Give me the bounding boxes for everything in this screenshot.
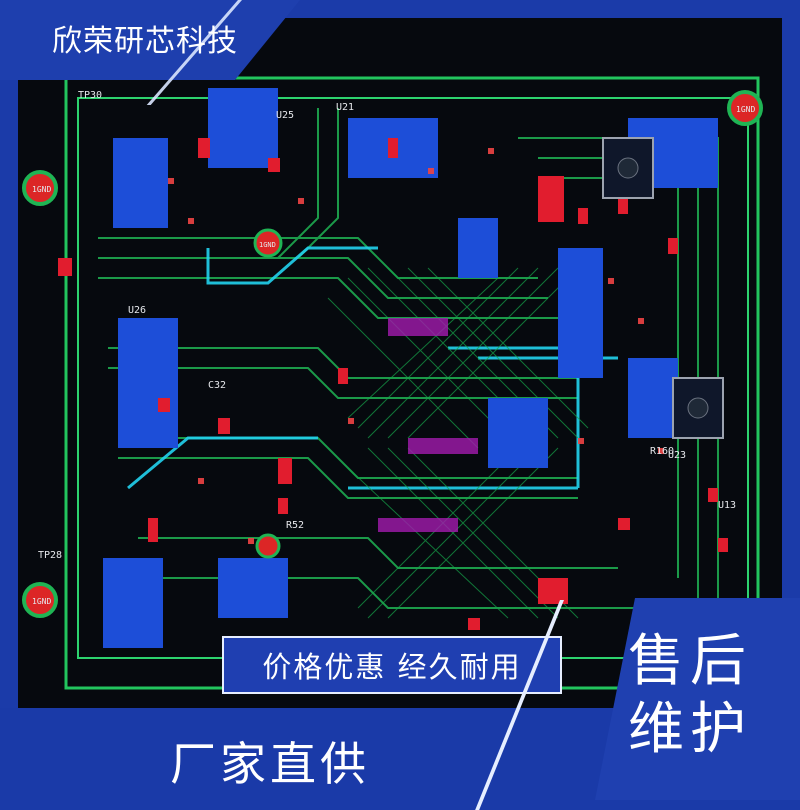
pcb-layout-image: U26 U21 U25 U23 U13 C32 R160 R52 TP28 TP…: [18, 18, 782, 708]
gnd-label: 1GND: [32, 185, 51, 194]
pcb-label: U13: [718, 500, 736, 511]
pcb-label: C32: [208, 380, 226, 391]
brand-name: 欣荣研芯科技: [52, 24, 238, 59]
service-corner: [595, 598, 800, 800]
pcb-label: R160: [650, 446, 674, 457]
gnd-label: 1GND: [32, 597, 51, 606]
pcb-label: U25: [276, 110, 294, 121]
footer-text: 厂家直供: [170, 737, 370, 791]
pcb-label: U26: [128, 305, 146, 316]
service-line-2: 维护: [628, 697, 752, 762]
gnd-label: 1GND: [259, 241, 276, 249]
pcb-graphic: U26 U21 U25 U23 U13 C32 R160 R52 TP28 TP…: [18, 18, 782, 708]
pcb-label: U21: [336, 102, 354, 113]
price-badge: 价格优惠 经久耐用: [222, 636, 562, 694]
gnd-label: 1GND: [736, 105, 755, 114]
pcb-label: U23: [668, 450, 686, 461]
pcb-label: TP28: [38, 550, 62, 561]
pcb-label: TP30: [78, 90, 102, 101]
price-badge-text: 价格优惠 经久耐用: [262, 650, 522, 684]
service-line-1: 售后: [628, 629, 752, 694]
service-text: 售后 维护: [628, 628, 788, 764]
pcb-label: R52: [286, 520, 304, 531]
